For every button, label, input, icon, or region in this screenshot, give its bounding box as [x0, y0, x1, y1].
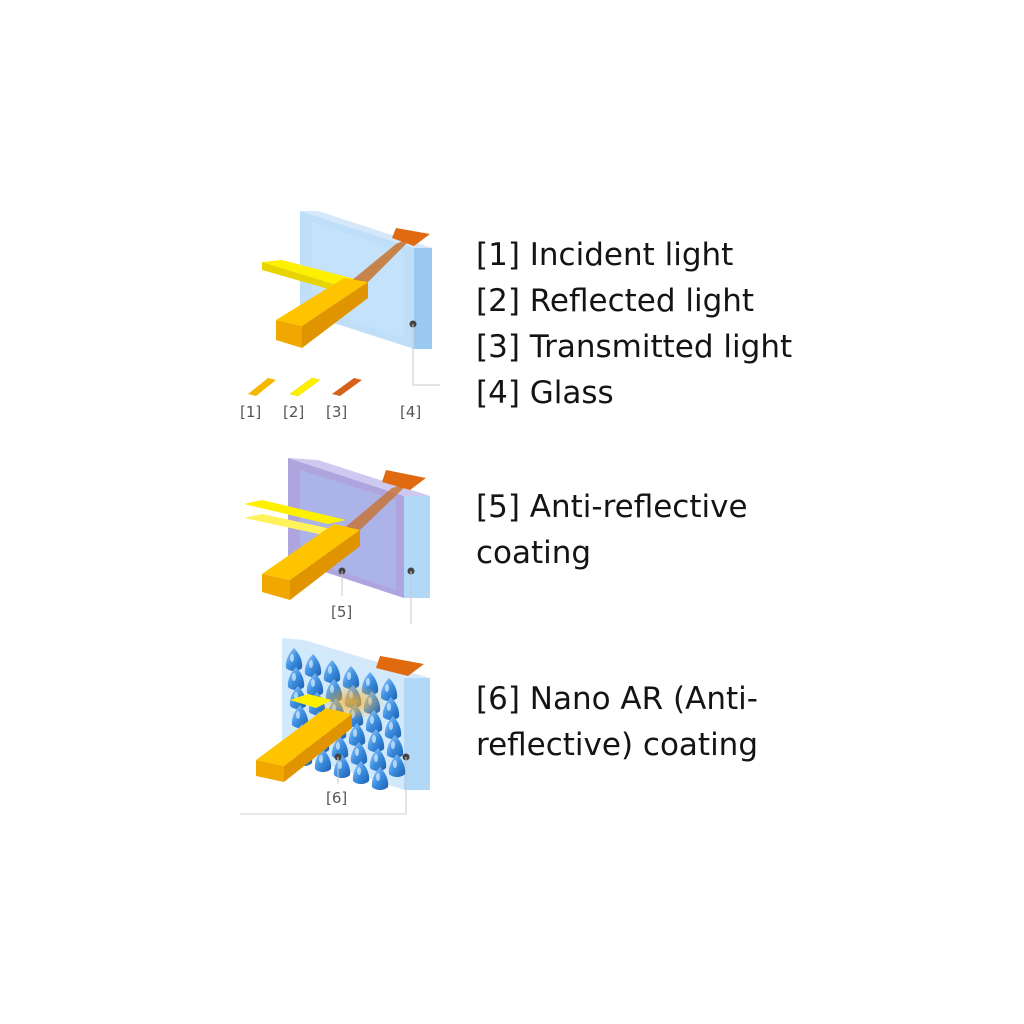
transmitted-beam-inside-2: [330, 482, 410, 540]
legend-transmitted-light: [3] Transmitted light: [476, 329, 793, 365]
legend-incident-light: [1] Incident light: [476, 237, 734, 273]
reflected-beam-3: [290, 694, 332, 708]
incident-beam-side: [302, 282, 368, 348]
panel-nano-ar: [6]: [240, 638, 430, 815]
ar-top-face: [288, 458, 430, 496]
legend-glass: [4] Glass: [476, 375, 614, 411]
caption-nano-ar-coating: [6] Nano AR (Anti-reflective) coating: [476, 681, 759, 763]
key-reflected-swatch: [289, 377, 321, 397]
glass-side-face-2: [404, 496, 430, 598]
marker-6: [6]: [326, 789, 347, 807]
marker-3: [3]: [326, 403, 347, 421]
transmitted-beam-out: [392, 228, 430, 246]
incident-beam-side-2: [290, 530, 360, 600]
reflected-beam-2a: [244, 500, 346, 524]
transmitted-beam-out-3: [376, 656, 424, 676]
transmitted-beam-out-2: [382, 470, 426, 490]
caption-ar-coating: [5] Anti-reflective coating: [476, 489, 748, 571]
incident-beam-top-2: [262, 524, 360, 580]
incident-beam-front-2: [262, 574, 290, 600]
incident-beam-top-3: [256, 708, 352, 766]
incident-beam-top: [276, 278, 368, 326]
incident-beam-side-3: [284, 714, 352, 782]
glass-side-face: [414, 248, 432, 349]
transmitted-beam-inside: [340, 236, 414, 290]
marker-4: [4]: [400, 403, 421, 421]
legend: [1] Incident light [2] Reflected light […: [476, 232, 792, 416]
incident-beam-front: [276, 320, 302, 348]
marker-1: [1]: [240, 403, 261, 421]
marker-5: [5]: [331, 603, 352, 621]
key-incident-swatch: [248, 378, 276, 396]
panel-ar-coating: [5]: [244, 458, 430, 624]
glass-side-face-3: [404, 678, 430, 790]
marker-2: [2]: [283, 403, 304, 421]
legend-reflected-light: [2] Reflected light: [476, 283, 755, 319]
key-transmitted-swatch: [332, 378, 362, 396]
incident-beam-front-3: [256, 760, 284, 782]
reflected-beam-2b: [244, 514, 346, 536]
reflected-beam-shade: [262, 262, 346, 294]
panel-glass: [1] [2] [3] [4]: [240, 211, 440, 421]
